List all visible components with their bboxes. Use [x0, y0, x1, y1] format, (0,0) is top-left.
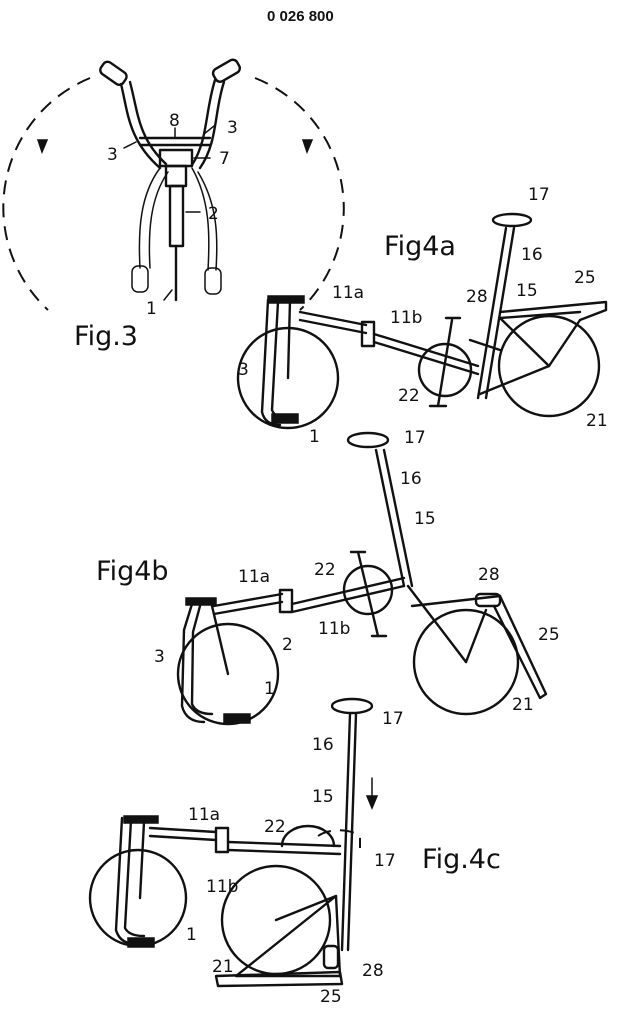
fig4c-bicycle-folded: 17 16 15 11a 22 17 11b 1 21 28 25 Fig.4c — [90, 699, 501, 1007]
fig4c-title: Fig.4c — [422, 844, 501, 875]
publication-number: 0 026 800 — [267, 8, 334, 25]
fig4b-label-1: 1 — [264, 679, 275, 699]
fig4c-label-25: 25 — [320, 987, 342, 1007]
fig4c-label-17: 17 — [382, 709, 404, 729]
fig4c-label-17-folded: 17 — [374, 851, 396, 871]
fig3-label-7: 7 — [219, 149, 230, 169]
fig4b-label-15: 15 — [414, 509, 436, 529]
fig4b-label-16: 16 — [400, 469, 422, 489]
fig4c-saddle-17 — [332, 699, 372, 713]
fig4b-bicycle-folding: 17 16 15 11a 22 28 11b 2 3 25 1 21 Fig4b — [96, 428, 560, 724]
fig3-folded-grip-left — [132, 266, 148, 292]
fig4a-label-22: 22 — [398, 386, 420, 406]
fig3-title: Fig.3 — [74, 321, 138, 352]
fig4c-label-21: 21 — [212, 957, 234, 977]
fig4b-seatstay — [412, 596, 500, 606]
fig4c-label-28: 28 — [362, 961, 384, 981]
fig3-label-1: 1 — [146, 299, 157, 319]
fig3-arrow-left — [38, 140, 47, 152]
fig4c-label-11a: 11a — [188, 805, 220, 825]
fig3-label-3-right: 3 — [227, 118, 238, 138]
fig4b-saddle-17 — [348, 433, 388, 447]
fig4a-stem — [288, 300, 290, 378]
fig4c-hinge — [216, 828, 228, 852]
fig4b-label-3: 3 — [154, 647, 165, 667]
fig4c-frame-11b — [228, 842, 340, 846]
fig4c-stem — [140, 822, 144, 898]
fig3-folded-grip-right — [205, 268, 221, 294]
fig3-grip-left — [98, 60, 128, 87]
fig4c-part-28 — [324, 946, 338, 968]
fig3-arrow-right — [303, 140, 312, 152]
fig4b-label-21: 21 — [512, 695, 534, 715]
fig4a-title: Fig4a — [384, 231, 456, 262]
fig3-label-3-left: 3 — [107, 145, 118, 165]
fig3-handlebar-view: 8 3 3 7 2 1 Fig.3 — [3, 58, 343, 352]
fig4a-label-11a: 11a — [332, 283, 364, 303]
fig4b-label-11a: 11a — [238, 567, 270, 587]
fig4b-title: Fig4b — [96, 556, 169, 587]
fig4b-label-28: 28 — [478, 565, 500, 585]
fig4b-label-2: 2 — [282, 635, 293, 655]
fig3-label-8: 8 — [169, 111, 180, 131]
fig4b-label-11b: 11b — [318, 619, 350, 639]
fig4b-chainstay — [408, 586, 466, 662]
fig3-label-2: 2 — [208, 204, 219, 224]
fig4a-label-16: 16 — [521, 245, 543, 265]
fig4c-chainring-22 — [282, 826, 334, 846]
fig3-bar-right-a — [192, 80, 215, 165]
fig4a-label-11b: 11b — [390, 308, 422, 328]
fig4c-label-1: 1 — [186, 925, 197, 945]
fig4a-label-28: 28 — [466, 287, 488, 307]
fig4a-label-3: 3 — [238, 360, 249, 380]
fig3-fold-arc-right — [255, 78, 344, 310]
fig4a-label-1: 1 — [309, 427, 320, 447]
fig4c-front-wheel-1 — [90, 850, 186, 946]
fig3-fold-arc-left — [3, 78, 90, 310]
fig3-folded-bar-right — [192, 168, 209, 270]
fig4a-saddle-17 — [493, 214, 531, 226]
fig4b-carrier-25 — [494, 596, 546, 698]
fig4c-label-11b: 11b — [206, 877, 238, 897]
fig4a-label-15: 15 — [516, 281, 538, 301]
fig4a-label-21: 21 — [586, 411, 608, 431]
fig4c-label-22: 22 — [264, 817, 286, 837]
fig4b-label-25: 25 — [538, 625, 560, 645]
fig4b-label-17: 17 — [404, 428, 426, 448]
fig4c-label-15: 15 — [312, 787, 334, 807]
fig4a-bicycle-riding: 17 16 25 15 11a 28 11b 3 22 1 21 Fig4a — [238, 185, 608, 447]
fig4a-seatstay — [500, 318, 549, 366]
fig3-stem-2 — [170, 186, 183, 246]
fig4c-label-16: 16 — [312, 735, 334, 755]
fig4c-frame-11a — [150, 828, 216, 832]
fig4a-label-25: 25 — [574, 268, 596, 288]
fig4b-label-22: 22 — [314, 560, 336, 580]
fig4c-carrier-25 — [216, 972, 342, 986]
fig4b-stem-2 — [212, 606, 228, 674]
fig4a-label-17: 17 — [528, 185, 550, 205]
fig4b-crank — [358, 552, 378, 636]
